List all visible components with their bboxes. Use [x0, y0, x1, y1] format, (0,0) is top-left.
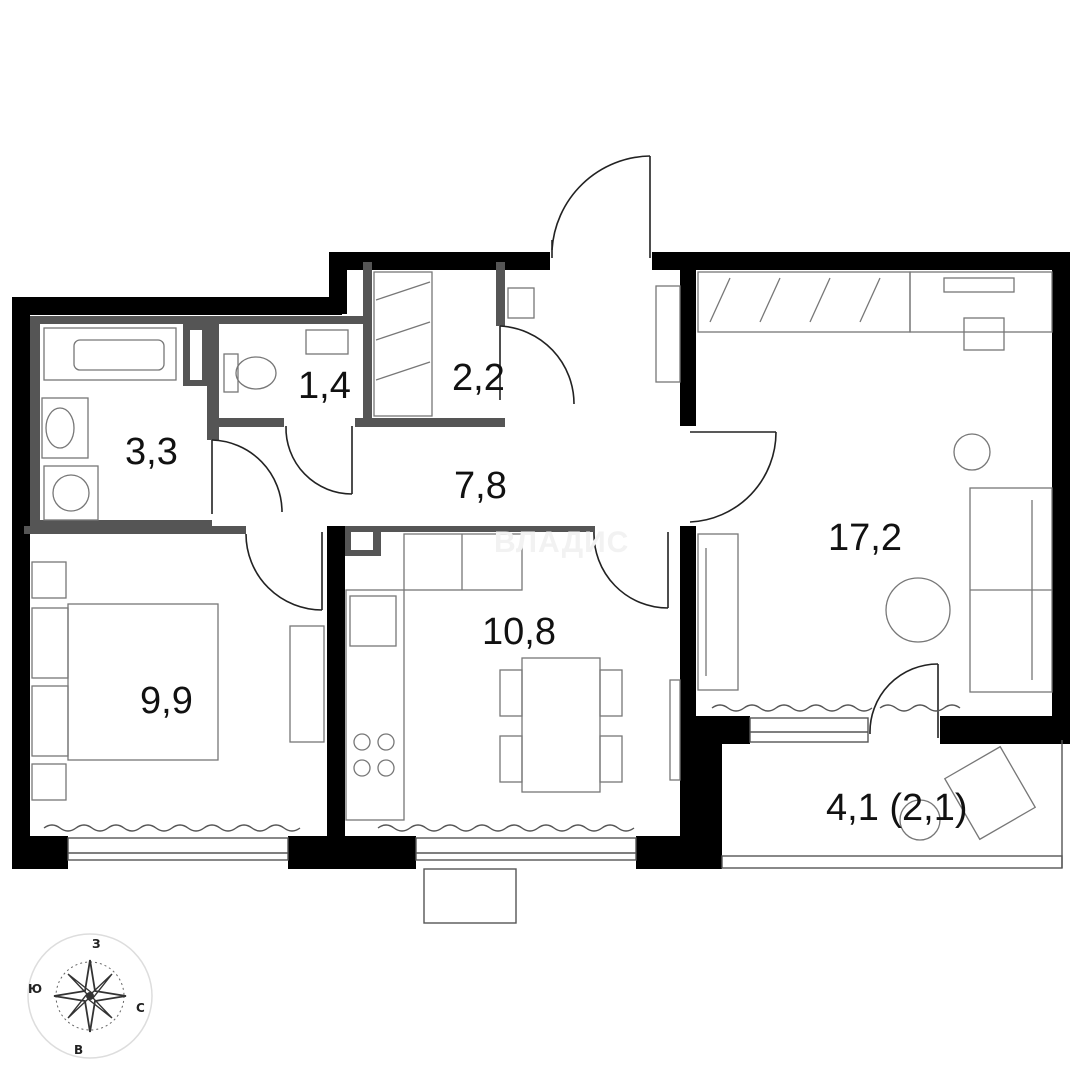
- outer-walls: [12, 252, 1070, 869]
- area-label-balcony: 4,1 (2,1): [826, 787, 968, 829]
- radiators: [43, 704, 961, 832]
- compass-ring: [27, 933, 153, 1059]
- compass-star-diagonal-icon: [67, 973, 113, 1019]
- furniture: [31, 271, 1053, 841]
- compass-east: В: [74, 1043, 83, 1057]
- watermark-text: ВЛАДИС: [494, 526, 629, 559]
- partitions: [24, 262, 595, 556]
- area-label-kitchen: 10,8: [482, 611, 556, 653]
- compass-north: С: [136, 1001, 145, 1015]
- area-label-bathroom: 3,3: [125, 431, 178, 473]
- area-label-toilet: 1,4: [298, 365, 351, 407]
- compass-south: Ю: [28, 982, 42, 996]
- compass-west: З: [92, 937, 101, 951]
- area-label-bedroom: 9,9: [140, 680, 193, 722]
- compass-rose: З Ю С В: [27, 933, 153, 1059]
- windows: [67, 717, 1063, 924]
- area-label-living-room: 17,2: [828, 517, 902, 559]
- watermark-logo: ВЛАДИС: [494, 526, 629, 559]
- doors: [211, 155, 939, 738]
- area-label-hallway: 7,8: [454, 465, 507, 507]
- room-labels: 3,3 1,4 2,2 7,8 17,2 9,9 10,8 4,1 (2,1): [125, 357, 968, 829]
- area-label-closet: 2,2: [452, 357, 505, 399]
